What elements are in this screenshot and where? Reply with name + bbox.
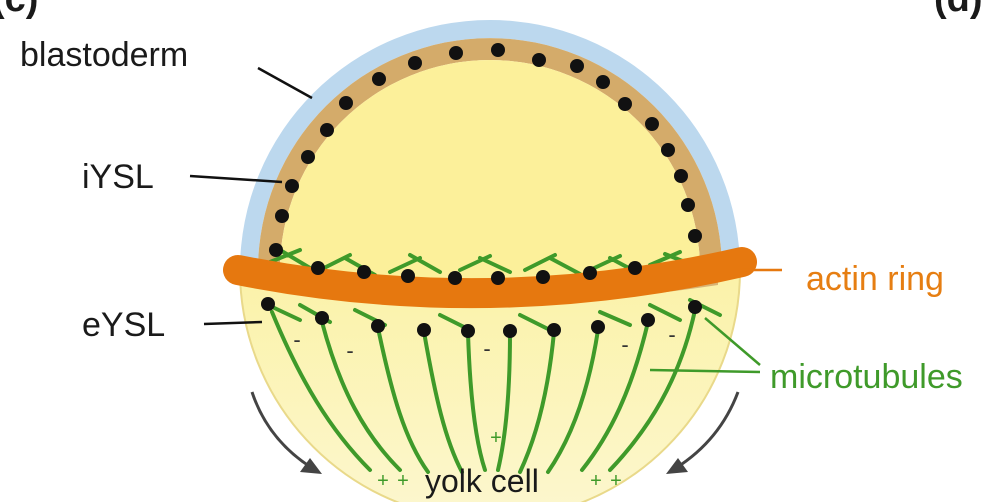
nucleus bbox=[371, 319, 385, 333]
nucleus bbox=[372, 72, 386, 86]
plus-sign: + bbox=[397, 470, 409, 492]
panel-label-left: (c) bbox=[0, 0, 38, 18]
nucleus bbox=[688, 300, 702, 314]
nucleus bbox=[661, 143, 675, 157]
nucleus bbox=[681, 198, 695, 212]
nucleus bbox=[448, 271, 462, 285]
nucleus bbox=[645, 117, 659, 131]
nucleus bbox=[357, 265, 371, 279]
nucleus bbox=[536, 270, 550, 284]
nucleus bbox=[315, 311, 329, 325]
nucleus bbox=[408, 56, 422, 70]
actin-ring-label: actin ring bbox=[806, 262, 944, 296]
minus-sign: - bbox=[621, 332, 628, 357]
nucleus bbox=[320, 123, 334, 137]
nucleus bbox=[401, 269, 415, 283]
yolk-cell-label: yolk cell bbox=[425, 465, 539, 497]
nucleus bbox=[674, 169, 688, 183]
nucleus bbox=[503, 324, 517, 338]
nucleus bbox=[491, 271, 505, 285]
nucleus bbox=[461, 324, 475, 338]
nucleus bbox=[285, 179, 299, 193]
nucleus bbox=[449, 46, 463, 60]
minus-sign: - bbox=[668, 322, 675, 347]
minus-sign: - bbox=[293, 327, 300, 352]
minus-sign: - bbox=[346, 338, 353, 363]
panel-label-right: (d) bbox=[934, 0, 983, 18]
nucleus bbox=[583, 266, 597, 280]
nucleus bbox=[570, 59, 584, 73]
nucleus bbox=[532, 53, 546, 67]
nucleus bbox=[641, 313, 655, 327]
nucleus bbox=[618, 97, 632, 111]
plus-sign: + bbox=[490, 427, 502, 449]
nucleus bbox=[628, 261, 642, 275]
plus-sign: + bbox=[377, 470, 389, 492]
nucleus bbox=[547, 323, 561, 337]
nucleus bbox=[339, 96, 353, 110]
nucleus bbox=[275, 209, 289, 223]
nucleus bbox=[261, 297, 275, 311]
iysl-label: iYSL bbox=[82, 160, 154, 194]
nucleus bbox=[417, 323, 431, 337]
nucleus bbox=[596, 75, 610, 89]
minus-sign: - bbox=[483, 336, 490, 361]
nucleus bbox=[591, 320, 605, 334]
plus-sign: + bbox=[590, 470, 602, 492]
blastoderm-leader bbox=[258, 68, 312, 98]
blastoderm-label: blastoderm bbox=[20, 38, 188, 72]
plus-sign: + bbox=[610, 470, 622, 492]
nucleus bbox=[688, 229, 702, 243]
nucleus bbox=[311, 261, 325, 275]
nucleus bbox=[269, 243, 283, 257]
nucleus bbox=[491, 43, 505, 57]
nucleus bbox=[301, 150, 315, 164]
eysl-label: eYSL bbox=[82, 308, 165, 342]
microtubules-label: microtubules bbox=[770, 360, 963, 394]
